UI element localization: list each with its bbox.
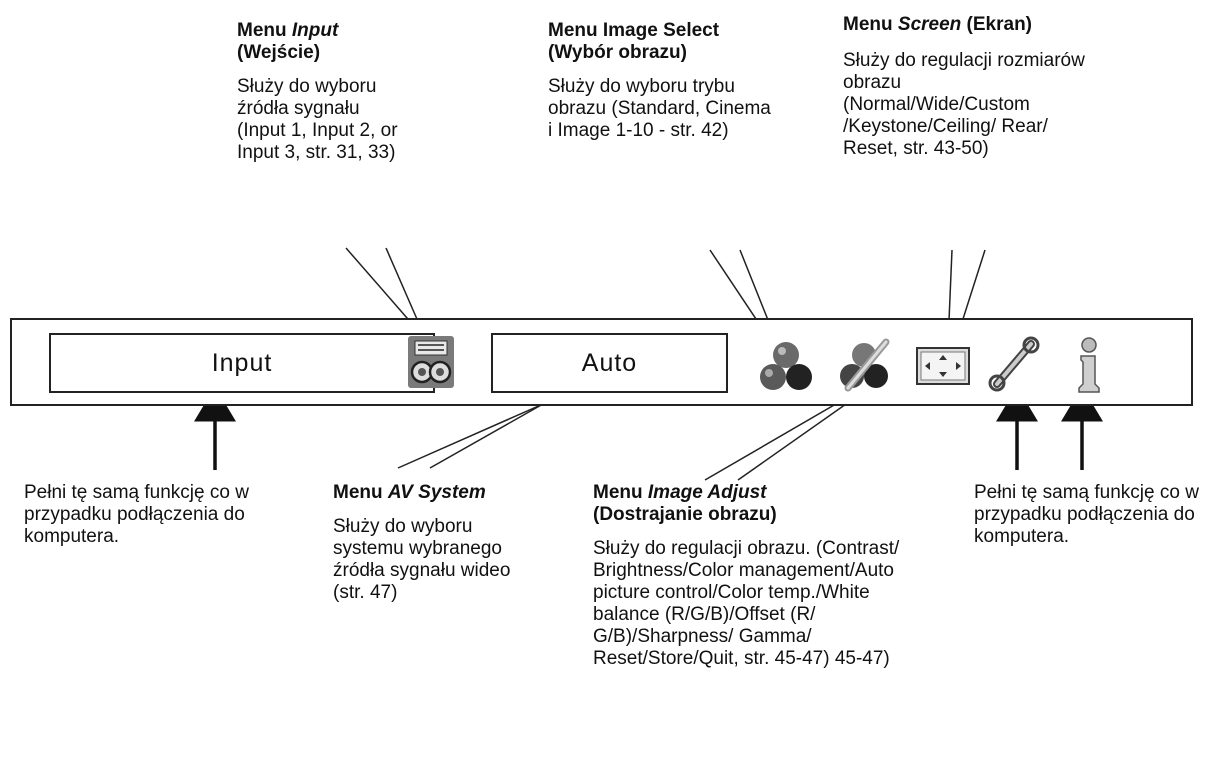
left-note: Pełni tę samą funkcję co w przypadku pod… — [24, 482, 249, 547]
av-system-description: Służy do wyboru systemu wybranego źródła… — [333, 516, 511, 603]
input-menu-heading: Menu Input — [237, 20, 339, 41]
av-system-field-label: Auto — [581, 348, 638, 377]
screen-icon[interactable] — [915, 342, 971, 393]
input-field-label: Input — [211, 348, 273, 377]
right-note: Pełni tę samą funkcję co w przypadku pod… — [974, 482, 1199, 547]
image-select-heading: Menu Image Select — [548, 20, 720, 41]
screen-menu-heading: Menu Screen (Ekran) — [843, 14, 1033, 35]
screen-menu-description: Służy do regulacji rozmiarów obrazu (Nor… — [843, 50, 1085, 159]
av-system-leader-line — [397, 403, 544, 469]
image-adjust-heading: Menu Image Adjust — [593, 482, 767, 503]
input-menu-callout: Menu Input (Wejście) Służy do wyboru źró… — [237, 20, 437, 164]
image-select-icon[interactable] — [758, 340, 814, 399]
setting-icon[interactable] — [987, 336, 1041, 397]
image-select-heading-sub: (Wybór obrazu) — [548, 42, 687, 63]
input-menu-heading-sub: (Wejście) — [237, 42, 321, 63]
image-select-description: Służy do wyboru trybu obrazu (Standard, … — [548, 76, 771, 141]
image-adjust-callout: Menu Image Adjust (Dostrajanie obrazu) S… — [593, 482, 923, 670]
input-leader-line — [385, 247, 421, 327]
av-system-field[interactable]: Auto — [491, 333, 728, 393]
information-icon[interactable] — [1072, 336, 1106, 399]
av-system-heading: Menu AV System — [333, 482, 486, 503]
input-icon[interactable] — [406, 334, 456, 395]
input-menu-description: Służy do wyboru źródła sygnału (Input 1,… — [237, 76, 398, 163]
av-system-leader-line — [429, 403, 544, 469]
input-field[interactable]: Input — [49, 333, 435, 393]
image-adjust-description: Służy do regulacji obrazu. (Contrast/ Br… — [593, 538, 900, 669]
av-system-callout: Menu AV System Służy do wyboru systemu w… — [333, 482, 543, 604]
screen-menu-callout: Menu Screen (Ekran) Służy do regulacji r… — [843, 14, 1093, 160]
image-adjust-heading-sub: (Dostrajanie obrazu) — [593, 504, 777, 525]
input-leader-line — [345, 247, 415, 327]
image-adjust-icon[interactable] — [838, 338, 894, 399]
image-select-callout: Menu Image Select (Wybór obrazu) Służy d… — [548, 20, 798, 142]
menu-bar: Input Auto — [10, 318, 1193, 406]
